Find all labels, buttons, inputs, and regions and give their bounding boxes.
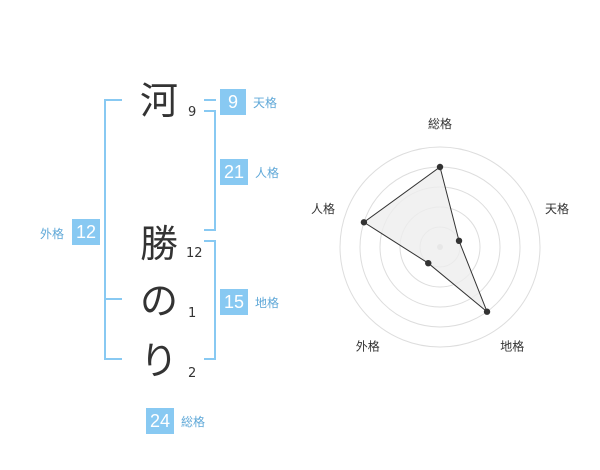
stroke-count-1: 9 [188,105,197,120]
name-char-4: り [140,339,179,383]
stroke-count-3: 1 [188,306,197,321]
radar-point-4 [425,259,432,267]
radar-point-3 [483,308,491,315]
gaikaku-tick [104,298,122,300]
name-char-3: の [140,279,179,323]
gaikaku-label: 外格 [40,227,65,241]
radar-axis-label-1: 総格 [428,116,452,131]
radar-area [363,166,488,313]
tenkaku-badge: 9 [220,89,246,115]
soukaku-badge: 24 [146,408,174,434]
chikaku-badge: 15 [220,289,248,315]
radar-point-1 [436,163,444,171]
jinkaku-bracket [204,110,216,231]
stroke-count-2: 12 [186,246,203,261]
chikaku-label: 地格 [255,296,280,310]
radar-axis-label-5: 人格 [311,201,335,216]
radar-ring [339,146,541,348]
jinkaku-badge: 21 [220,159,248,185]
gaikaku-bracket [104,99,122,360]
radar-axis-label-2: 天格 [545,201,569,216]
soukaku-label: 総格 [181,415,206,429]
radar-point-2 [455,237,463,245]
name-char-1: 河 [140,79,179,123]
tenkaku-bracket [204,99,216,101]
stroke-count-4: 2 [188,366,197,381]
gaikaku-badge: 12 [72,219,100,245]
chikaku-bracket [204,240,216,360]
radar-axis-label-4: 外格 [356,339,380,354]
radar-point-5 [360,219,368,226]
name-char-2: 勝 [140,222,179,266]
tenkaku-label: 天格 [253,96,278,110]
radar-axis-label-3: 地格 [500,339,524,354]
jinkaku-label: 人格 [255,166,280,180]
